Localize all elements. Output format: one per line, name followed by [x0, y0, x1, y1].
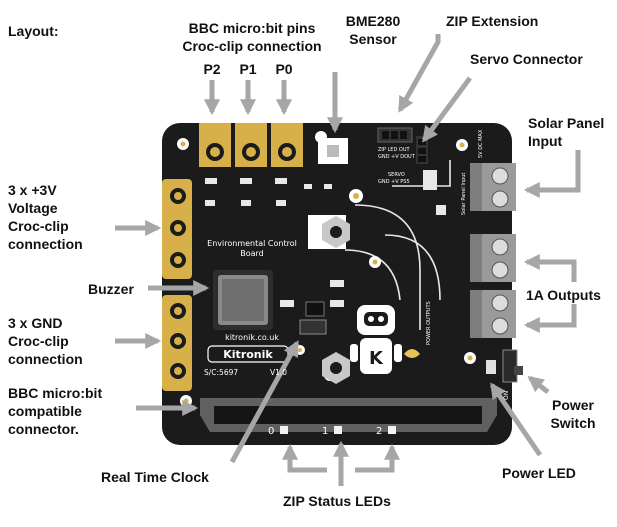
buzzer — [213, 270, 273, 330]
voltage-label: 3 x +3V Voltage Croc-clip connection — [8, 181, 83, 253]
voltage-line1: 3 x +3V — [8, 181, 83, 199]
board-title-line1: Environmental Control — [207, 239, 297, 248]
servo-connector-label: Servo Connector — [470, 50, 583, 68]
arrow-zip-led-2 — [355, 447, 392, 470]
gnd-line3: connection — [8, 350, 83, 368]
layout-label: Layout: — [8, 22, 59, 40]
arrow-zip-led-0 — [290, 447, 327, 470]
arrow-solar — [527, 150, 578, 190]
bme280-line1: BME280 — [334, 12, 412, 30]
zip-header — [378, 128, 412, 142]
power-led-chip — [486, 360, 496, 374]
solar-line1: Solar Panel — [528, 114, 604, 132]
gnd-label: 3 x GND Croc-clip connection — [8, 314, 83, 368]
board-title-line2: Board — [240, 249, 264, 258]
pins-title-line1: BBC micro:bit pins — [166, 19, 338, 37]
edge-connector — [200, 398, 497, 432]
bme280-label: BME280 Sensor — [334, 12, 412, 48]
zip-extension-label: ZIP Extension — [446, 12, 538, 30]
board-serial: S/C:5697 — [204, 368, 238, 377]
solar-silk-label: Solar Panel Input — [461, 173, 467, 215]
left-gnd-pads — [162, 295, 192, 391]
led-number-1: 1 — [322, 426, 328, 437]
edge-connector-label: BBC micro:bit compatible connector. — [8, 384, 102, 438]
power-switch — [503, 350, 523, 382]
label-p0: P0 — [270, 60, 298, 78]
edge-line2: compatible — [8, 402, 102, 420]
voltage-line2: Voltage — [8, 199, 83, 217]
pins-title: BBC micro:bit pins Croc-clip connection — [166, 19, 338, 55]
terminal-blocks — [470, 163, 516, 338]
gnd-line2: Croc-clip — [8, 332, 83, 350]
solar-line2: Input — [528, 132, 604, 150]
gnd-line1: 3 x GND — [8, 314, 83, 332]
servo-label: SERVO — [388, 172, 405, 178]
led-number-2: 2 — [376, 426, 382, 437]
bme280-line2: Sensor — [334, 30, 412, 48]
led-number-0: 0 — [268, 426, 274, 437]
zip-header-sub: GND +V DOUT — [378, 154, 416, 160]
pins-title-line2: Croc-clip connection — [166, 37, 338, 55]
label-p2: P2 — [198, 60, 226, 78]
voltage-line3: Croc-clip — [8, 217, 83, 235]
zip-header-label: ZIP LED OUT — [378, 147, 410, 153]
edge-line1: BBC micro:bit — [8, 384, 102, 402]
arrow-power-switch — [530, 378, 548, 392]
power-led-label: Power LED — [502, 464, 576, 482]
board-version: V1.0 — [270, 368, 287, 377]
board-url: kitronik.co.uk — [225, 333, 279, 342]
arrow-outputs-top — [527, 262, 574, 282]
svg-text:K: K — [369, 348, 384, 369]
power-switch-line2: Switch — [535, 414, 611, 432]
power-switch-line1: Power — [535, 396, 611, 414]
buzzer-label: Buzzer — [88, 280, 134, 298]
servo-sub: GND +V PS5 — [378, 179, 410, 185]
on-silk-label: ON — [503, 391, 510, 400]
solar-input-label: Solar Panel Input — [528, 114, 604, 150]
left-3v-pads — [162, 179, 192, 279]
arrow-outputs-bottom — [527, 304, 574, 325]
board-brand: Kitronik — [223, 348, 273, 361]
top-pin-pads — [199, 123, 303, 167]
zip-status-leds-label: ZIP Status LEDs — [283, 492, 391, 510]
label-p1: P1 — [234, 60, 262, 78]
power-outputs-silk: POWER OUTPUTS — [426, 301, 432, 345]
power-switch-label: Power Switch — [535, 396, 611, 432]
outputs-label: 1A Outputs — [526, 286, 601, 304]
edge-line3: connector. — [8, 420, 102, 438]
voltage-line4: connection — [8, 235, 83, 253]
rtc-label: Real Time Clock — [101, 468, 209, 486]
dc-silk-label: 5V DC MAX — [478, 129, 484, 158]
